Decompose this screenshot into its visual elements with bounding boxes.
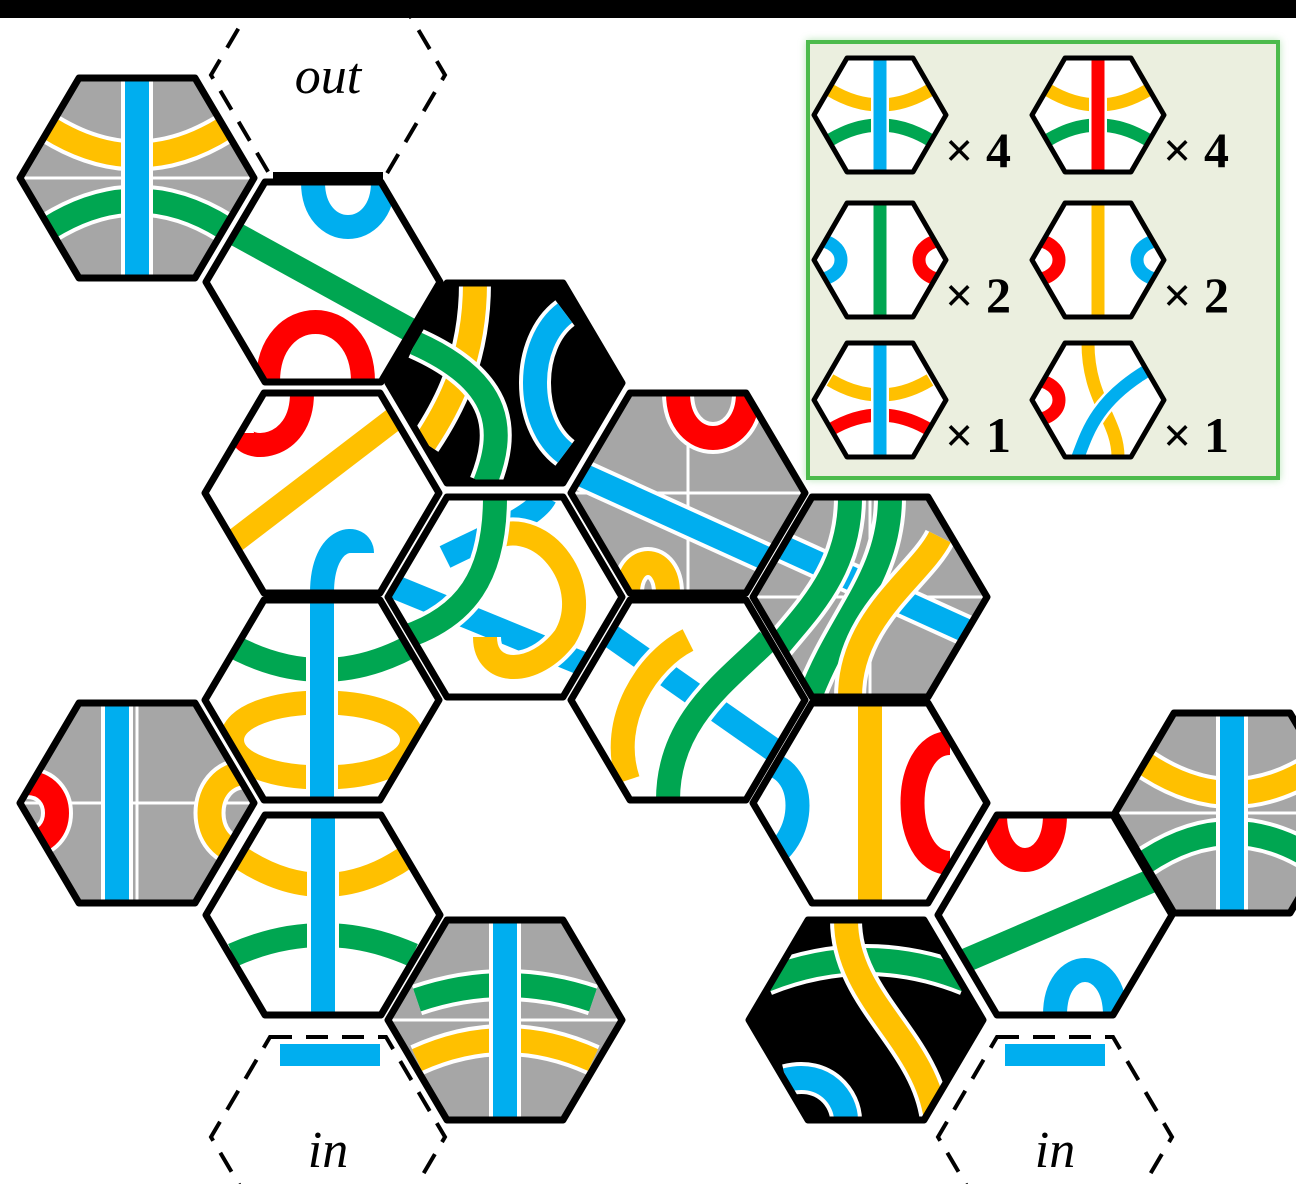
out-label: out (295, 48, 363, 105)
inventory-tile-2[interactable] (1029, 55, 1167, 175)
top-bar (0, 0, 1296, 18)
in-port-marker-right (1005, 1044, 1105, 1066)
tile-gray-right[interactable] (749, 493, 991, 701)
tile-white-d[interactable] (567, 596, 809, 804)
tile-inventory-panel: × 4 × 4 × 2 × 2 × 1 × 1 (806, 40, 1280, 480)
tile-gray-far-right[interactable] (1111, 709, 1296, 917)
in-port-marker-left (280, 1044, 380, 1066)
out-port-marker (273, 172, 383, 182)
input-slot-left[interactable]: in (208, 1035, 448, 1184)
tile-layer (16, 74, 1296, 1124)
output-slot[interactable]: out (208, 0, 448, 177)
tile-white-b[interactable] (201, 389, 443, 597)
inventory-count-3: × 2 (945, 267, 1011, 323)
tile-white-c[interactable] (201, 596, 443, 804)
input-slot-right[interactable]: in (935, 1035, 1175, 1184)
inventory-tile-3[interactable] (811, 200, 949, 320)
tile-white-a[interactable] (202, 178, 444, 386)
inventory-count-4: × 2 (1163, 267, 1229, 323)
tile-black-braid[interactable] (384, 279, 626, 487)
in-label-left: in (308, 1122, 348, 1179)
inventory-tile-5[interactable] (811, 340, 949, 460)
tile-gray-cross-top[interactable] (16, 74, 258, 282)
tile-gray-bottom[interactable] (384, 916, 626, 1124)
tile-white-loop[interactable] (384, 493, 626, 701)
inventory-count-5: × 1 (945, 407, 1011, 463)
tile-gray-left[interactable] (16, 699, 258, 907)
inventory-count-1: × 4 (945, 122, 1011, 178)
inventory-tile-4[interactable] (1029, 200, 1167, 320)
tile-white-g[interactable] (934, 811, 1176, 1019)
inventory-tile-6[interactable] (1029, 340, 1167, 460)
inventory-count-2: × 4 (1163, 122, 1229, 178)
inventory-count-6: × 1 (1163, 407, 1229, 463)
in-label-right: in (1035, 1122, 1075, 1179)
tile-white-f[interactable] (202, 811, 444, 1019)
tile-gray-diag[interactable] (567, 389, 809, 597)
inventory-tile-1[interactable] (811, 55, 949, 175)
tile-black-bottom[interactable] (745, 916, 987, 1124)
